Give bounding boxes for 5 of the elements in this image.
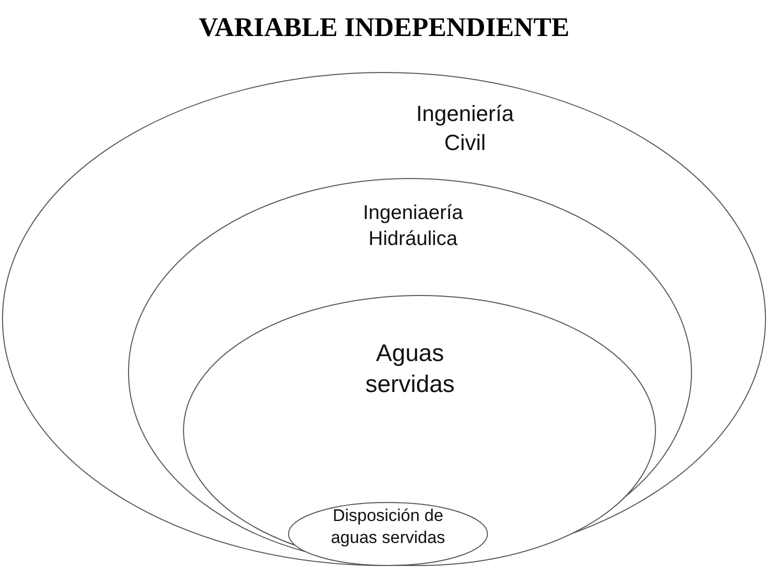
title: VARIABLE INDEPENDIENTE: [198, 12, 570, 43]
ellipse-label: Aguas servidas: [364, 339, 456, 400]
ellipse-label: Ingeniería Civil: [415, 100, 515, 157]
ellipse-label: Disposición de aguas servidas: [330, 505, 446, 550]
ellipse-label: Ingeniaería Hidráulica: [362, 201, 464, 252]
